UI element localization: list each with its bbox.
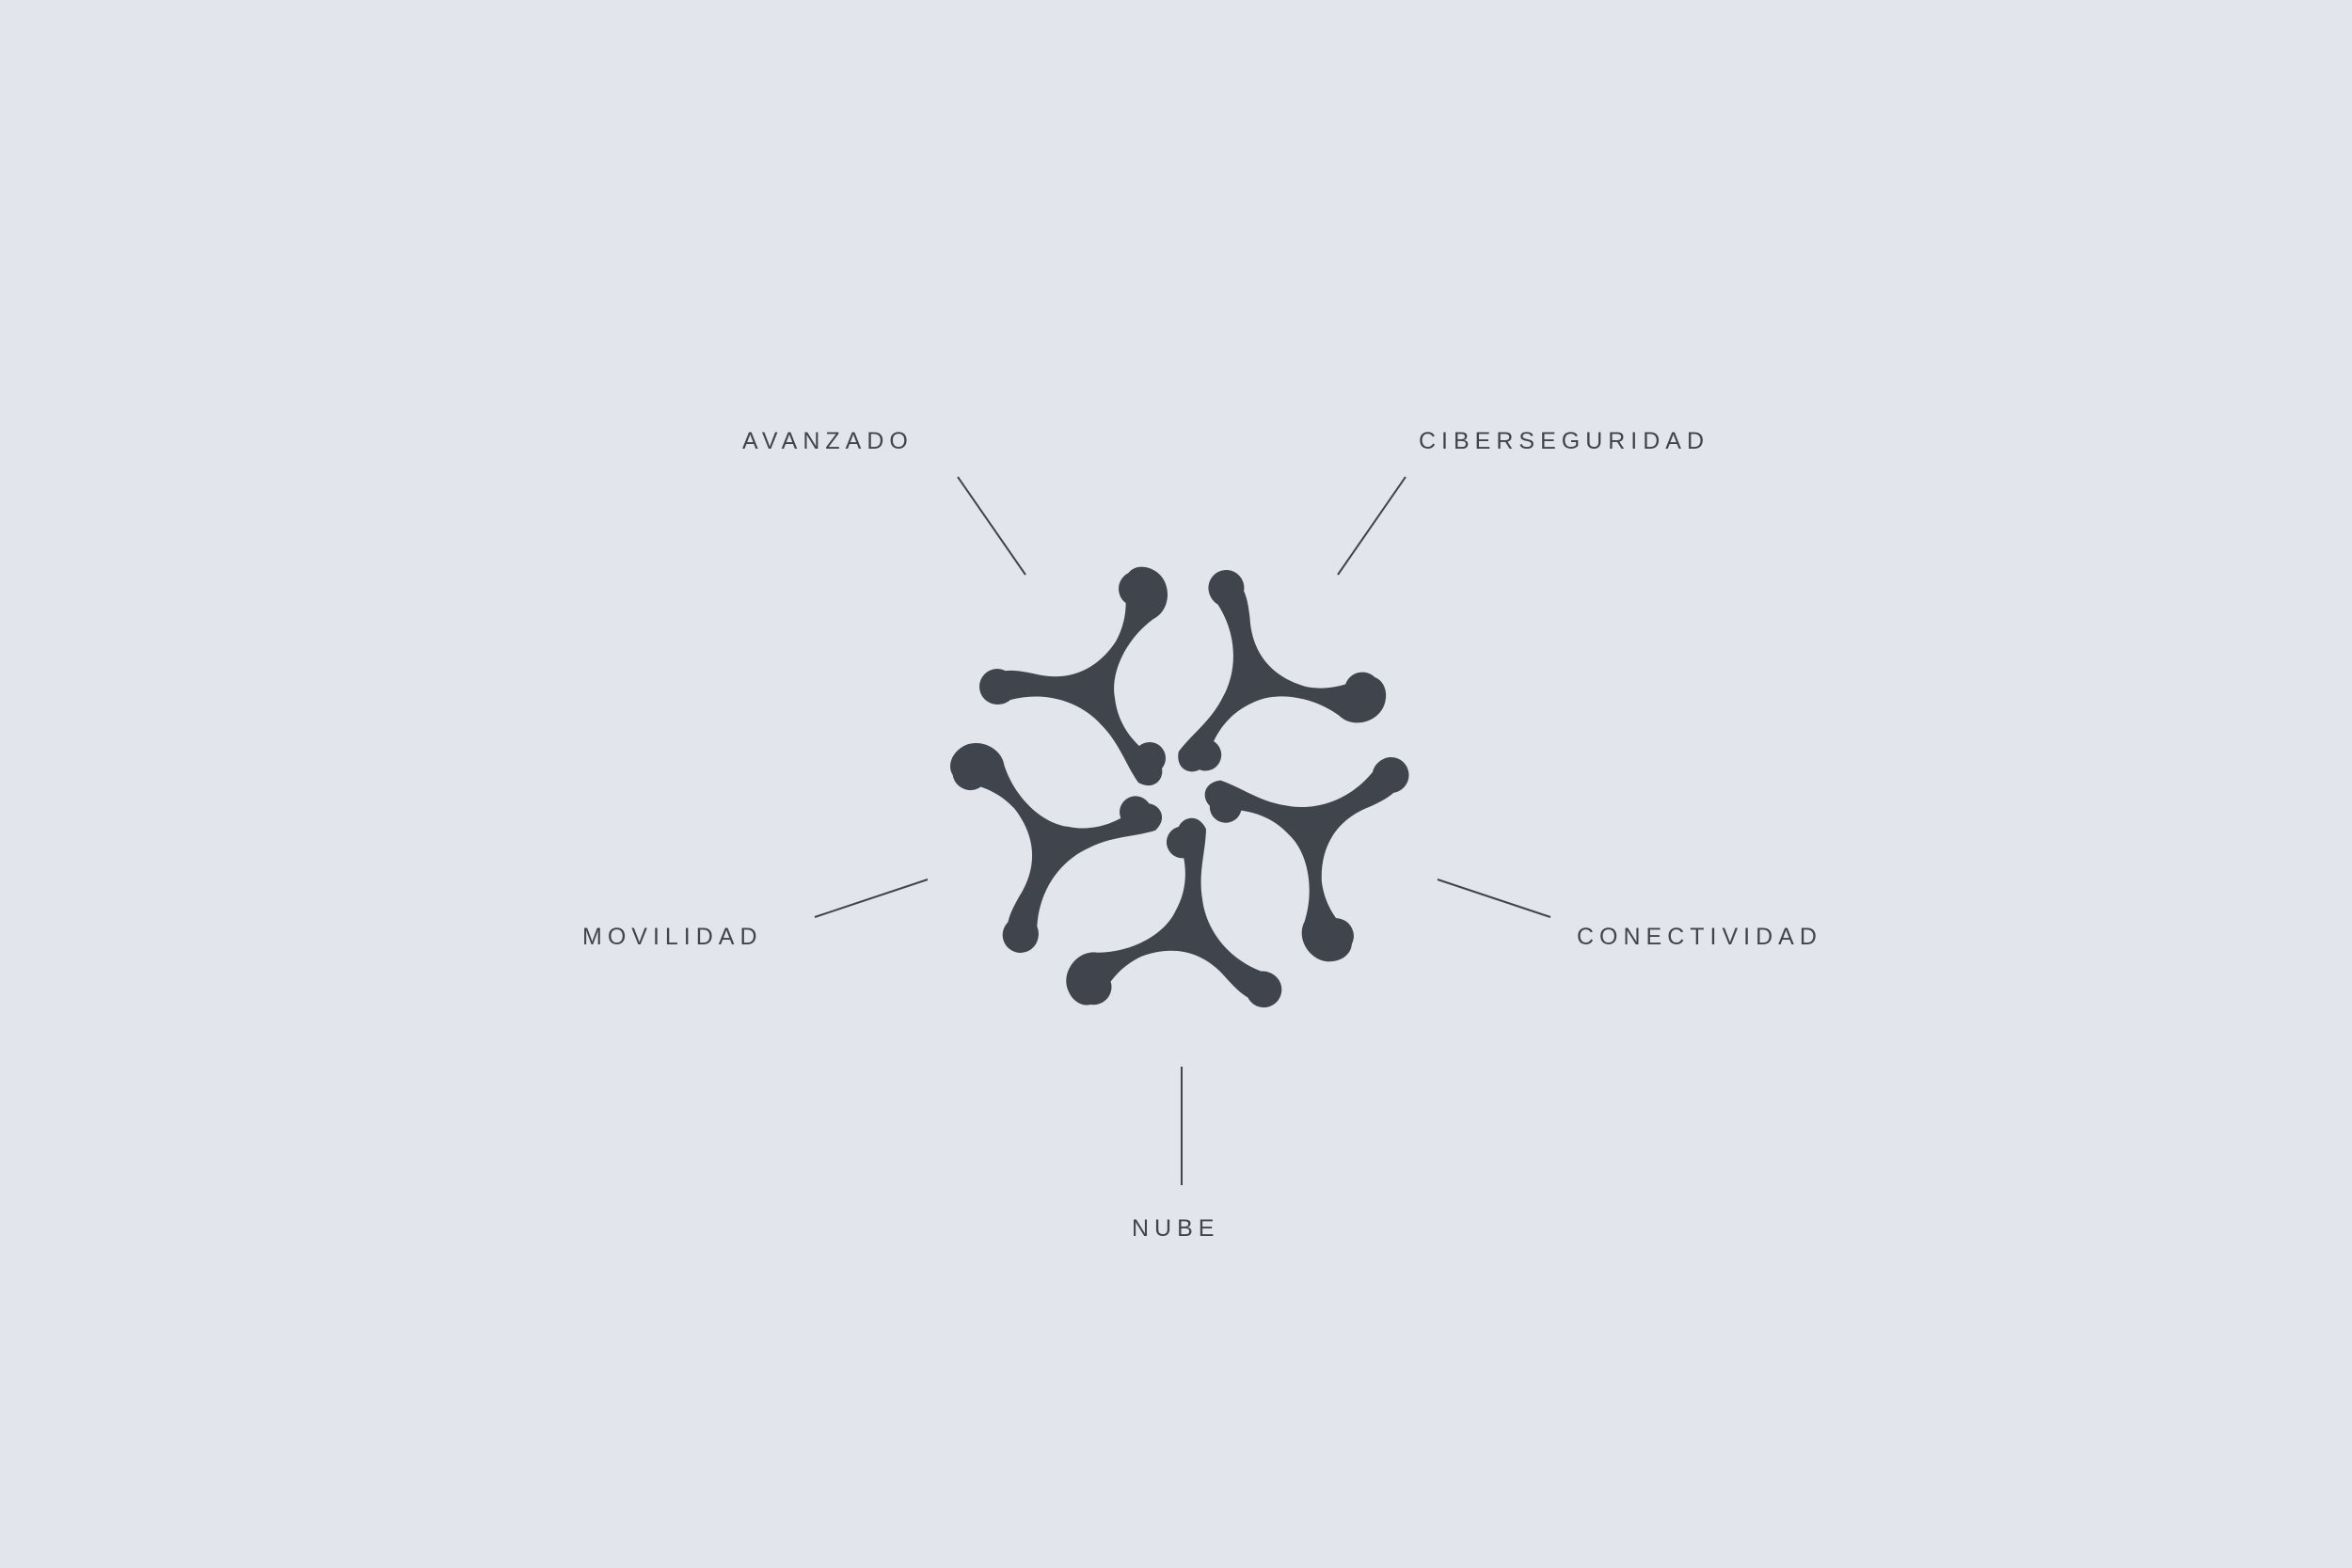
label-movilidad: MOVILIDAD [582, 924, 763, 950]
connector-line-avanzado [957, 476, 1026, 576]
label-conectividad: CONECTIVIDAD [1577, 924, 1822, 950]
label-nube: NUBE [1132, 1215, 1220, 1242]
connector-line-conectividad [1437, 879, 1551, 918]
label-ciberseguridad: CIBERSEGURIDAD [1419, 428, 1710, 454]
label-avanzado: AVANZADO [742, 428, 914, 454]
connector-line-ciberseguridad [1337, 476, 1406, 576]
connector-line-movilidad [814, 879, 929, 918]
